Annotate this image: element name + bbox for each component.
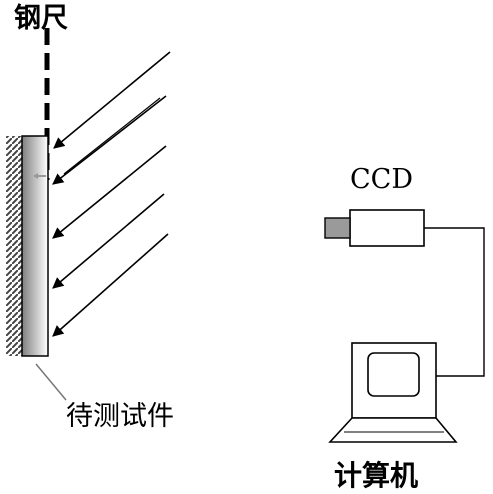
computer-screen — [367, 352, 420, 397]
specimen-plate — [21, 135, 49, 357]
ccd-computer-cable — [424, 227, 485, 377]
incident-arrow-3 — [52, 145, 167, 239]
ccd-label: CCD — [350, 164, 413, 195]
incident-arrow-2 — [52, 95, 167, 185]
computer-label: 计算机 — [334, 459, 419, 492]
specimen-label: 待测试件 — [66, 401, 174, 432]
incident-light-arrows — [52, 51, 171, 337]
incident-arrow-6-tail — [63, 97, 161, 175]
fixed-wall-hatching — [6, 136, 22, 356]
steel-ruler-label: 钢尺 — [14, 3, 68, 34]
incident-arrow-1 — [53, 51, 171, 149]
computer-icon — [328, 342, 458, 443]
incident-arrow-4 — [52, 193, 165, 289]
ccd-camera-body — [349, 209, 425, 247]
ccd-camera-lens — [324, 217, 351, 239]
incident-arrow-5 — [52, 233, 169, 337]
ccd-camera — [324, 209, 425, 247]
specimen-surface-marker-head — [33, 173, 38, 179]
computer-keyboard-base — [328, 417, 458, 443]
specimen-leader-line — [35, 363, 67, 401]
